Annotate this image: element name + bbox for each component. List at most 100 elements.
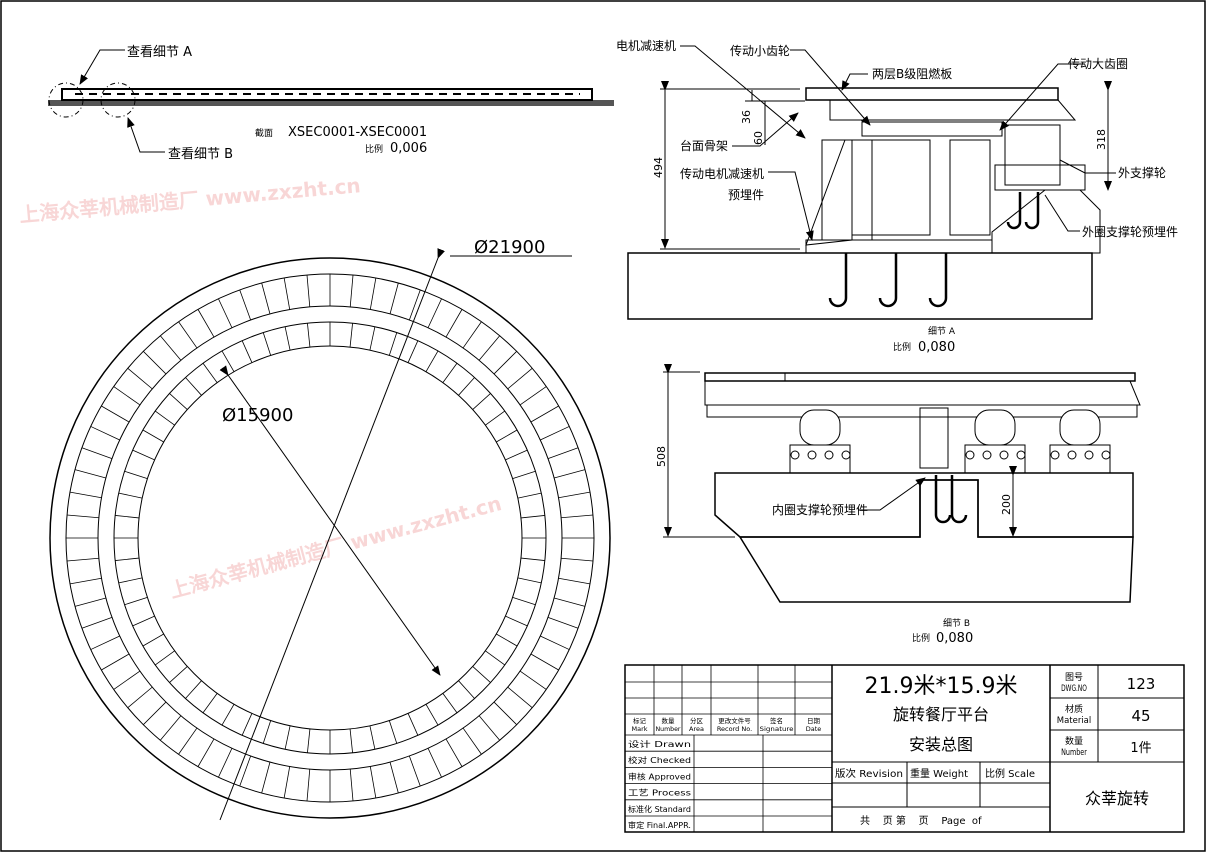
label-inner-wheel-embed: 内圈支撑轮预埋件	[772, 502, 868, 517]
tile-divider	[90, 426, 120, 441]
detail-b: 508 200 内圈支撑轮预埋件 细节 B 比例 0,080	[655, 364, 1141, 646]
tile-divider	[389, 761, 399, 794]
company-name: 众莘旋转	[1085, 789, 1149, 808]
tile-divider	[553, 597, 586, 607]
tile-divider	[262, 332, 272, 356]
detail-a: 494 36 60 318 电机减速机 传动小齿轮 两层B级阻燃板 传动大齿圈 …	[616, 39, 1178, 355]
tile-divider	[90, 635, 120, 650]
tile-divider	[512, 470, 536, 480]
support-wheel	[1049, 409, 1111, 474]
tile-divider	[462, 321, 482, 349]
section-label: 截面	[255, 127, 273, 139]
tile-divider	[485, 410, 505, 426]
tile-divider	[124, 470, 148, 480]
section-name: XSEC0001-XSEC0001	[288, 125, 427, 140]
tile-divider	[388, 720, 398, 744]
tile-divider	[218, 748, 233, 778]
tile-divider	[118, 492, 143, 499]
role-label: 校对 Checked	[628, 755, 691, 765]
inner-diameter-line	[219, 365, 441, 676]
tile-divider	[159, 335, 182, 361]
drawing-type: 安装总图	[909, 735, 973, 754]
detail-b-circle[interactable]	[100, 82, 136, 118]
tile-divider	[520, 515, 545, 519]
label-motor-reducer: 电机减速机	[616, 39, 676, 53]
tile-divider	[142, 633, 164, 647]
tile-divider	[261, 282, 271, 315]
tile-divider	[261, 761, 271, 794]
tile-divider	[202, 693, 218, 713]
tile-divider	[155, 410, 175, 426]
tile-divider	[115, 515, 140, 519]
watermark-text: 上海众莘机械制造厂 www.zxzht.cn	[167, 491, 504, 603]
tile-divider	[307, 728, 311, 753]
tile-divider	[113, 670, 141, 690]
tile-divider	[512, 596, 536, 606]
tile-divider	[178, 321, 198, 349]
tile-divider	[101, 653, 130, 671]
revision-label: 版次 Revision	[835, 767, 903, 780]
tile-divider	[478, 335, 501, 361]
detail-a-scale-label: 比例	[893, 341, 911, 353]
tile-divider	[241, 340, 253, 363]
drawing-name: 旋转餐厅平台	[893, 705, 989, 724]
tile-divider	[442, 693, 458, 713]
label-motor-embed: 传动电机减速机	[680, 166, 764, 181]
tile-divider	[101, 405, 130, 423]
dim-318: 318	[1095, 129, 1108, 150]
tile-divider	[69, 491, 102, 499]
tile-divider	[507, 686, 533, 709]
tile-divider	[241, 713, 253, 736]
role-label: 审核 Approved	[628, 771, 691, 781]
tile-divider	[369, 326, 376, 351]
tile-divider	[349, 274, 354, 307]
inner-diameter-label: Ø15900	[222, 405, 293, 426]
tile-divider	[408, 289, 421, 321]
tile-divider	[124, 596, 148, 606]
tile-divider	[306, 769, 311, 802]
tile-divider	[505, 449, 528, 461]
tile-divider	[118, 577, 143, 584]
tile-divider	[407, 713, 419, 736]
role-label: 标准化 Standard	[628, 804, 691, 814]
tile-divider	[239, 289, 252, 321]
tile-divider	[427, 298, 442, 328]
drawing-size: 21.9米*15.9米	[865, 674, 1018, 699]
dim-36: 36	[740, 110, 753, 124]
tile-divider	[197, 309, 215, 338]
tile-divider	[519, 670, 547, 690]
label-fire-board: 两层B级阻燃板	[872, 66, 952, 81]
tile-divider	[493, 351, 517, 375]
tile-divider	[306, 274, 311, 307]
tile-divider	[561, 557, 594, 562]
tile-divider	[496, 633, 518, 647]
detail-b-scale: 0,080	[936, 631, 973, 646]
tile-divider	[81, 616, 113, 629]
tile-divider	[349, 769, 354, 802]
dim-60: 60	[752, 131, 765, 145]
dim-total: 494	[652, 157, 665, 178]
tile-divider	[558, 491, 591, 499]
tile-divider	[427, 748, 442, 778]
tile-divider	[445, 738, 463, 767]
dim-total-b: 508	[655, 446, 668, 467]
tile-divider	[558, 577, 591, 585]
tile-divider	[283, 277, 291, 310]
tile-divider	[485, 650, 505, 666]
tile-divider	[507, 367, 533, 390]
label-frame: 台面骨架	[680, 138, 728, 153]
tile-divider	[369, 725, 376, 750]
tile-divider	[221, 704, 235, 726]
label-small-gear: 传动小齿轮	[730, 43, 790, 58]
detail-b-scale-label: 比例	[912, 632, 930, 644]
detail-a-circle[interactable]	[48, 82, 84, 118]
tile-divider	[517, 492, 542, 499]
tile-divider	[74, 597, 107, 607]
detail-b-title: 细节 B	[943, 617, 970, 629]
